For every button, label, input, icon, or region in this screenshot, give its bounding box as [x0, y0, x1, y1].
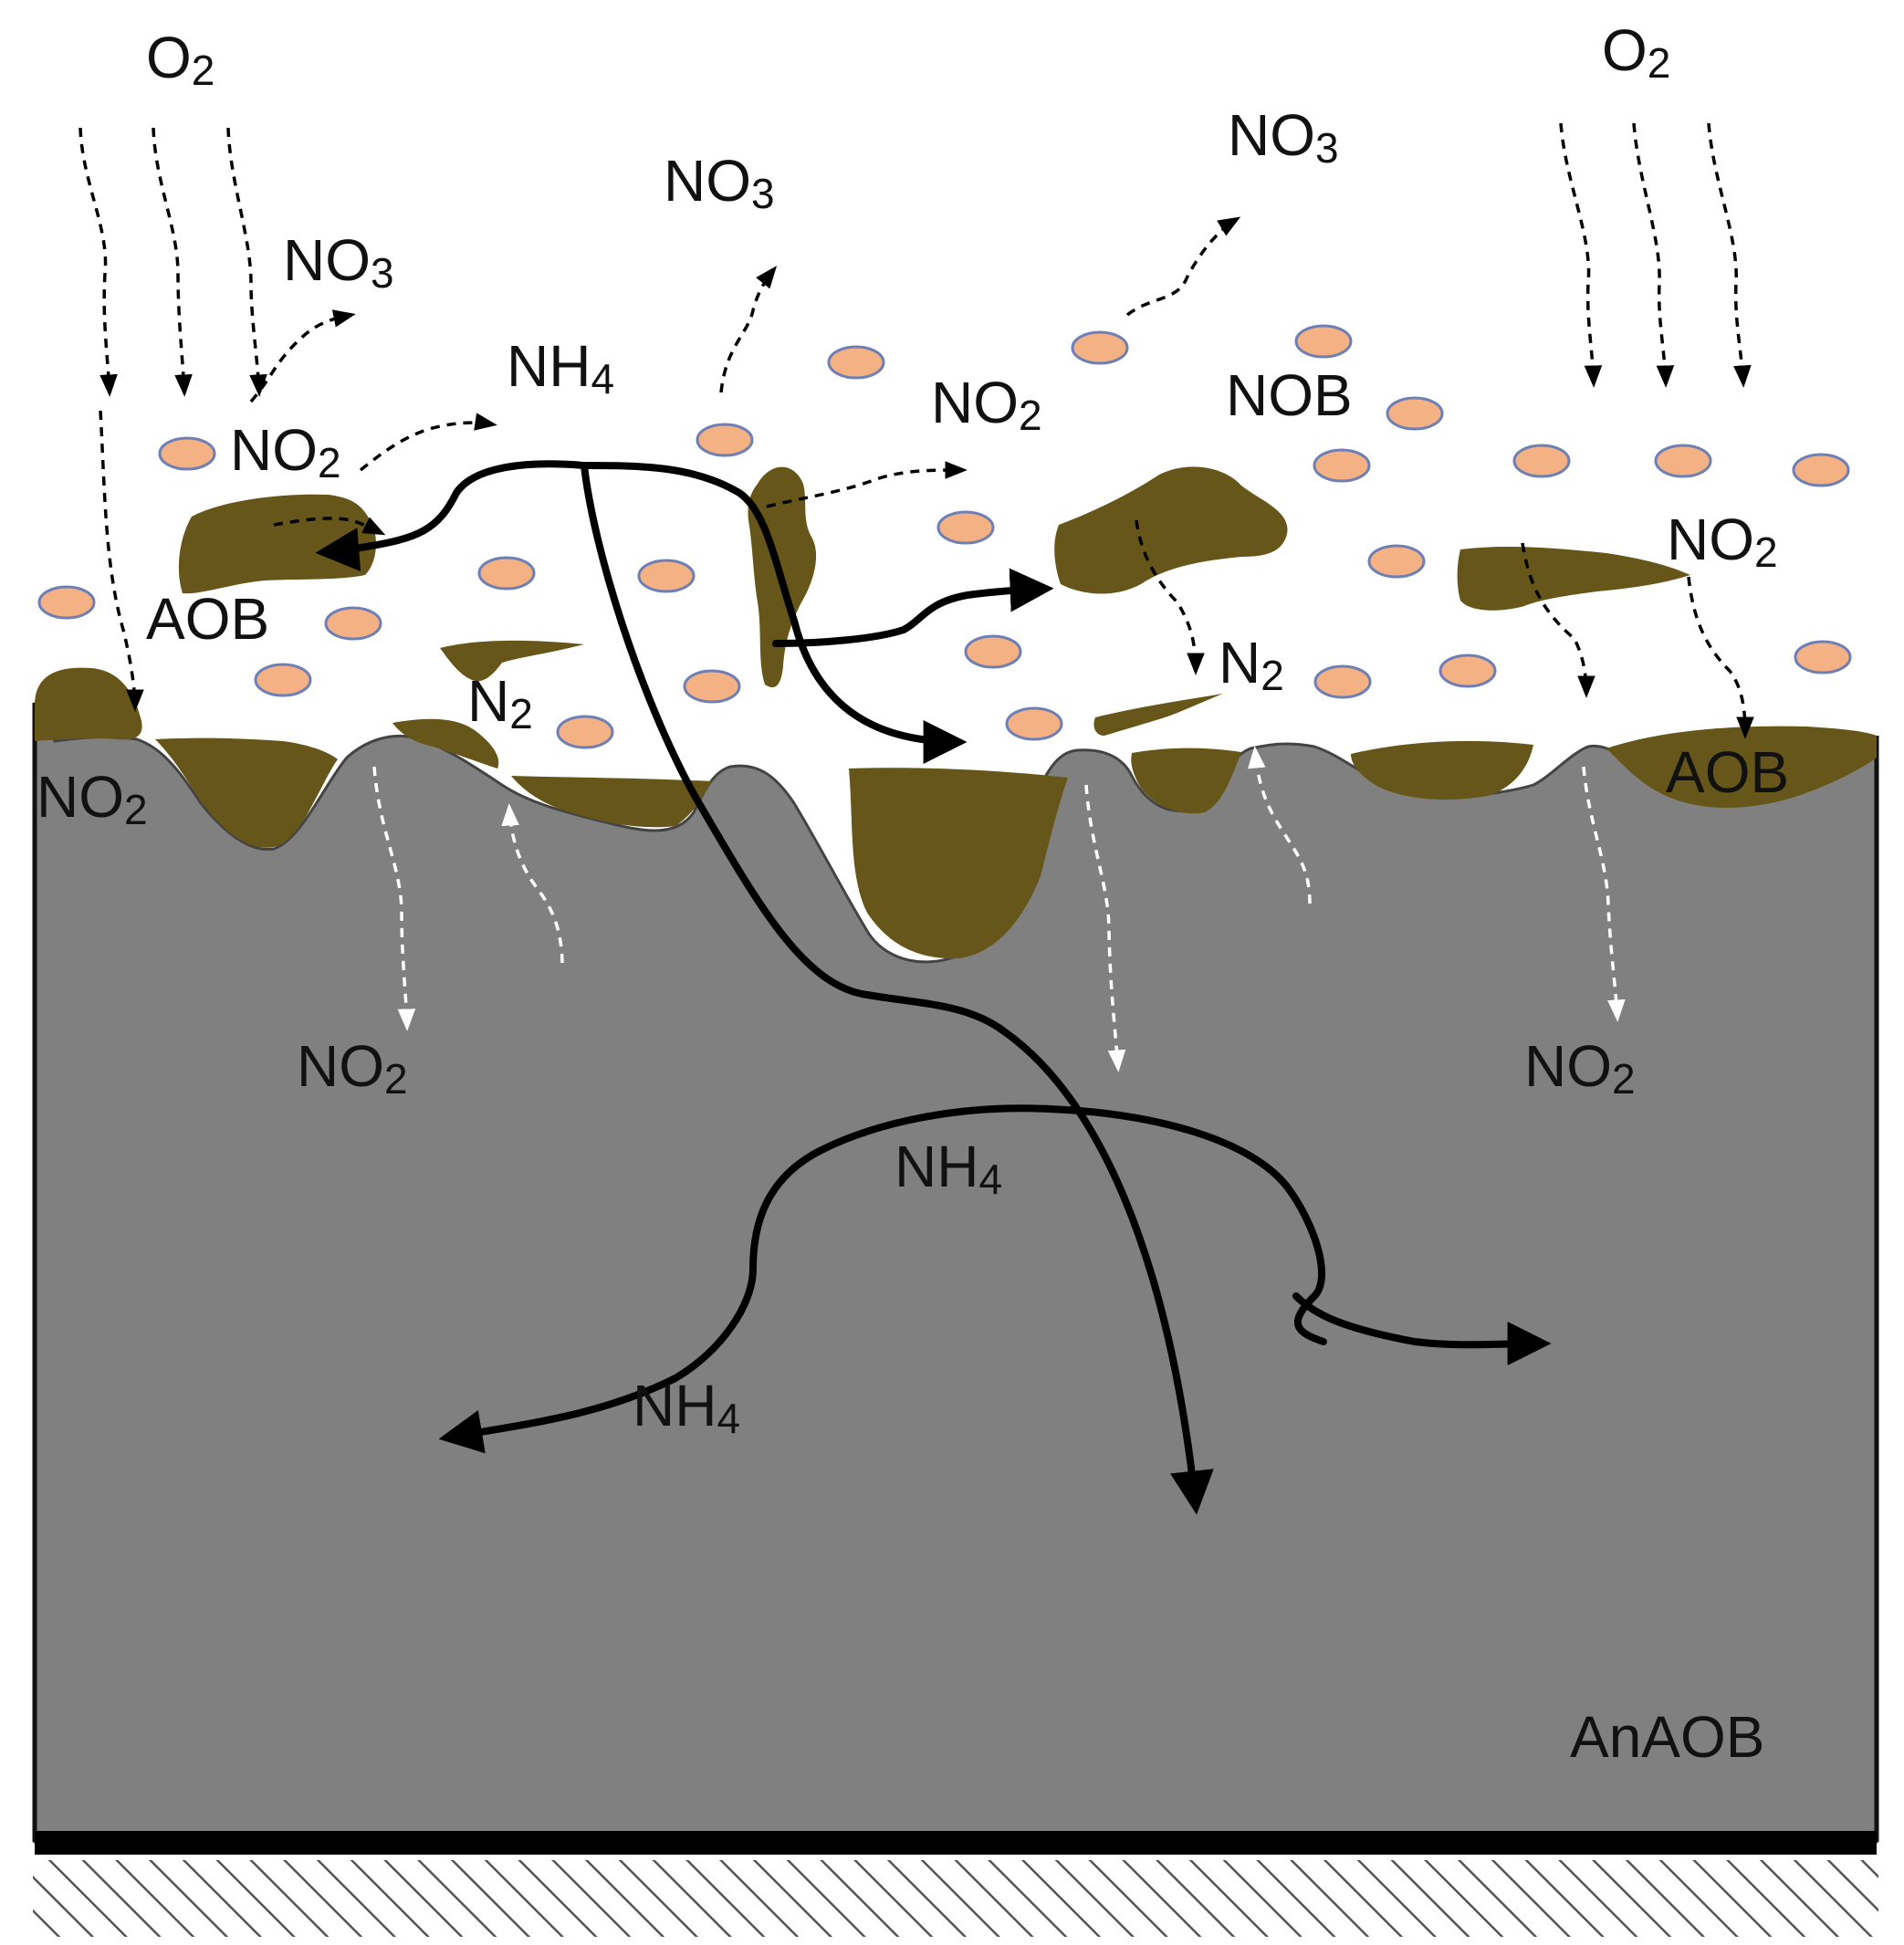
dashed-arrow-icon — [78, 127, 118, 397]
aob-cluster-icon — [440, 640, 584, 682]
dashed-arrow-icon — [152, 127, 193, 397]
o2-dashed-arrows-left — [78, 127, 267, 712]
label-anaob: AnAOB — [1570, 1704, 1764, 1770]
nob-cell-icon — [696, 423, 754, 457]
nob-cell-icon — [936, 510, 995, 545]
solid-arrow-icon — [581, 462, 968, 764]
solid-arrow-icon — [1292, 1292, 1552, 1366]
solid-arrow-icon — [581, 462, 1214, 1515]
label-no3-right: NO3 — [1228, 102, 1339, 172]
dashed-arrow-icon — [501, 803, 564, 964]
dashed-arrow-icon — [719, 266, 778, 393]
dashed-arrow-icon — [1559, 122, 1603, 388]
nob-cells — [37, 324, 1852, 749]
dashed-arrow-icon — [1632, 122, 1675, 388]
nh4-solid-arrows — [315, 460, 1552, 1515]
label-no2-surface-left: NO2 — [37, 764, 148, 833]
aob-cluster-icon — [849, 768, 1068, 959]
label-no3-left: NO3 — [283, 227, 394, 297]
label-o2-left: O2 — [146, 25, 214, 94]
label-no3-center: NO3 — [664, 148, 775, 217]
label-nob: NOB — [1226, 362, 1353, 428]
support-surface-hatch — [33, 1860, 1878, 1937]
aob-cluster-icon — [155, 737, 338, 848]
nob-cell-icon — [1386, 396, 1444, 431]
dashed-arrow-icon — [249, 309, 356, 403]
nob-cell-icon — [1313, 664, 1372, 699]
label-no2-deep-right: NO2 — [1524, 1033, 1636, 1103]
nob-cell-icon — [477, 556, 536, 591]
aob-cluster-icon — [1606, 726, 1877, 809]
label-n2-right: N2 — [1219, 630, 1284, 699]
label-no2-top-center: NO2 — [931, 370, 1042, 439]
label-nh4-top: NH4 — [507, 333, 614, 403]
dashed-arrow-icon — [372, 766, 416, 1031]
aob-cluster-icon — [392, 718, 499, 769]
label-n2-left: N2 — [467, 668, 533, 737]
label-aob-right: AOB — [1666, 739, 1789, 805]
nob-cell-icon — [1005, 706, 1063, 741]
nob-cell-icon — [254, 663, 312, 697]
label-no2-top-left: NO2 — [230, 417, 341, 486]
solid-arrow-icon — [772, 568, 1054, 647]
base-plate — [35, 1831, 1877, 1855]
dashed-arrow-icon — [1582, 766, 1626, 1022]
dashed-arrow-icon — [273, 517, 386, 536]
dashed-arrow-icon — [1084, 784, 1126, 1072]
label-no2-deep-left: NO2 — [297, 1033, 408, 1103]
nob-cell-icon — [637, 559, 696, 593]
label-nh4-lower: NH4 — [633, 1373, 740, 1442]
dashed-arrow-icon — [99, 410, 144, 712]
aob-cluster-icon — [178, 494, 376, 594]
dashed-arrow-icon — [1707, 122, 1752, 388]
aob-cluster-icon — [511, 776, 712, 828]
nob-cell-icon — [1071, 330, 1129, 365]
dashed-arrow-icon — [1521, 542, 1595, 698]
label-o2-right: O2 — [1602, 17, 1670, 87]
diagram-labels: O2 O2 NO3 NO3 NO3 NH4 NO2 NO2 NO2 NOB AO… — [37, 17, 1789, 1770]
nob-cell-icon — [827, 345, 885, 380]
nob-cell-icon — [1654, 444, 1712, 478]
floating-aob-clusters — [178, 466, 1690, 736]
dashed-arrow-icon — [359, 413, 497, 472]
dashed-arrow-icon — [1125, 216, 1241, 317]
dashed-arrow-icon — [766, 461, 968, 508]
dashed-arrow-icon — [1687, 576, 1754, 739]
aob-cluster-icon — [1351, 740, 1533, 800]
nob-cell-icon — [37, 585, 96, 620]
solid-arrow-icon — [438, 1104, 1327, 1454]
aob-cluster-icon — [1131, 748, 1241, 814]
aob-cluster-icon — [1093, 694, 1223, 736]
aob-cluster-icon — [1054, 466, 1288, 594]
o2-dashed-arrows-right — [1559, 122, 1752, 388]
nob-cell-icon — [1367, 544, 1426, 579]
aob-cluster-icon — [1457, 547, 1690, 611]
nob-cell-icon — [158, 436, 216, 471]
nob-cell-icon — [1438, 654, 1497, 688]
nob-cell-icon — [1794, 640, 1852, 674]
nob-cell-icon — [1512, 444, 1571, 478]
aob-cluster-icon — [35, 667, 142, 741]
nob-cell-icon — [1792, 453, 1850, 487]
nob-cell-icon — [1294, 324, 1353, 359]
label-no2-right: NO2 — [1667, 507, 1778, 576]
solid-arrow-icon — [315, 460, 588, 571]
white-dashed-arrows — [372, 746, 1626, 1072]
nob-cell-icon — [1313, 448, 1371, 483]
dashed-arrow-icon — [1248, 746, 1312, 905]
nob-cell-icon — [683, 669, 741, 704]
nob-cell-icon — [324, 606, 382, 641]
conversion-dashed-arrows — [249, 216, 1754, 739]
nob-cell-icon — [964, 634, 1022, 669]
dashed-arrow-icon — [226, 127, 267, 397]
label-aob-left: AOB — [146, 586, 269, 652]
surface-biofilm-pockets — [35, 667, 1877, 959]
label-nh4-middle: NH4 — [894, 1134, 1002, 1203]
nob-cell-icon — [556, 715, 614, 749]
